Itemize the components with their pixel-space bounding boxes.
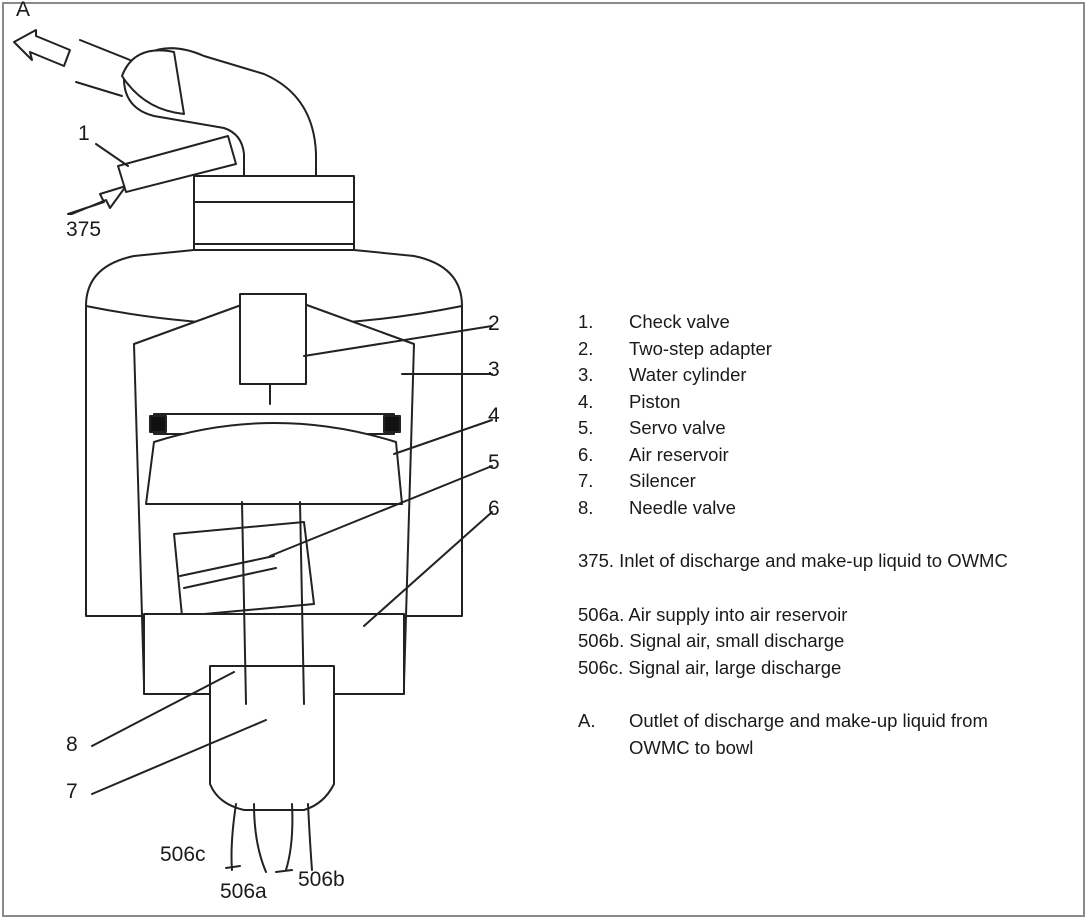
- legend-label: Needle valve: [629, 496, 736, 518]
- legend-label: Piston: [629, 390, 681, 412]
- parts-legend: 1. Check valve 2. Two-step adapter 3. Water…: [578, 309, 1068, 761]
- legend-air-506a: 506a. Air supply into air reservoir: [578, 603, 848, 625]
- callout-1: 1: [78, 122, 90, 145]
- callout-A: A: [16, 0, 31, 21]
- legend-number: 3.: [578, 364, 594, 385]
- legend-label: Servo valve: [629, 417, 726, 438]
- legend-number: A.: [578, 710, 596, 731]
- legend-number: 5.: [578, 417, 594, 438]
- legend-outlet-line1: Outlet of discharge and make-up liquid f…: [629, 710, 988, 731]
- callout-3: 3: [488, 358, 500, 381]
- legend-label: Water cylinder: [629, 364, 747, 385]
- legend-outlet: A. Outlet of discharge and make-up liqui…: [578, 708, 1068, 761]
- piston: [145, 422, 403, 505]
- inlet-arrow: [67, 185, 127, 215]
- callout-4: 4: [488, 404, 500, 427]
- legend-label: Check valve: [629, 311, 730, 332]
- legend-air-506b: 506b. Signal air, small discharge: [578, 630, 845, 651]
- legend-item: 8. Needle valve: [578, 495, 1068, 522]
- legend-item: 5. Servo valve: [578, 415, 1068, 442]
- owmc-illustration: [13, 29, 493, 873]
- check-valve: [117, 135, 237, 193]
- legend-label: Silencer: [629, 470, 696, 491]
- callout-506b: 506b: [298, 868, 345, 891]
- legend-item: 2. Two-step adapter: [578, 336, 1068, 363]
- callout-506a: 506a: [220, 880, 267, 903]
- legend-item: 7. Silencer: [578, 468, 1068, 495]
- legend-item: 4. Piston: [578, 389, 1068, 416]
- callout-506c: 506c: [160, 843, 206, 866]
- legend-spacer: [578, 521, 1068, 548]
- legend-item: 1. Check valve: [578, 309, 1068, 336]
- legend-label: Air reservoir: [629, 443, 729, 465]
- outlet-arrow: [13, 29, 71, 67]
- legend-inlet-text: 375. Inlet of discharge and make-up liqu…: [578, 550, 1008, 571]
- legend-number: 7.: [578, 470, 594, 491]
- legend-outlet-text: Outlet of discharge and make-up liquid f…: [629, 708, 1068, 761]
- legend-air-506c: 506c. Signal air, large discharge: [578, 656, 842, 678]
- legend-number: 6.: [578, 443, 594, 465]
- callout-5: 5: [488, 451, 500, 474]
- legend-spacer: [578, 681, 1068, 708]
- legend-spacer: [578, 575, 1068, 602]
- callout-7: 7: [66, 780, 78, 803]
- legend-number: 8.: [578, 496, 594, 518]
- legend-number: 2.: [578, 337, 594, 359]
- callout-375: 375: [66, 218, 102, 241]
- callout-2: 2: [488, 312, 500, 335]
- legend-number: 4.: [578, 390, 594, 412]
- legend-number: 1.: [578, 311, 594, 332]
- legend-label: Two-step adapter: [629, 337, 772, 359]
- callout-6: 6: [488, 497, 500, 520]
- callout-8: 8: [66, 733, 78, 756]
- legend-outlet-line2: OWMC to bowl: [629, 736, 754, 758]
- two-step-adapter: [239, 293, 307, 385]
- owmc-cutaway-drawing: A 1 375 2 3 4 5 6 8 7 506c 506a 506b: [4, 0, 516, 917]
- legend-item: 6. Air reservoir: [578, 442, 1068, 469]
- legend-item: 3. Water cylinder: [578, 362, 1068, 389]
